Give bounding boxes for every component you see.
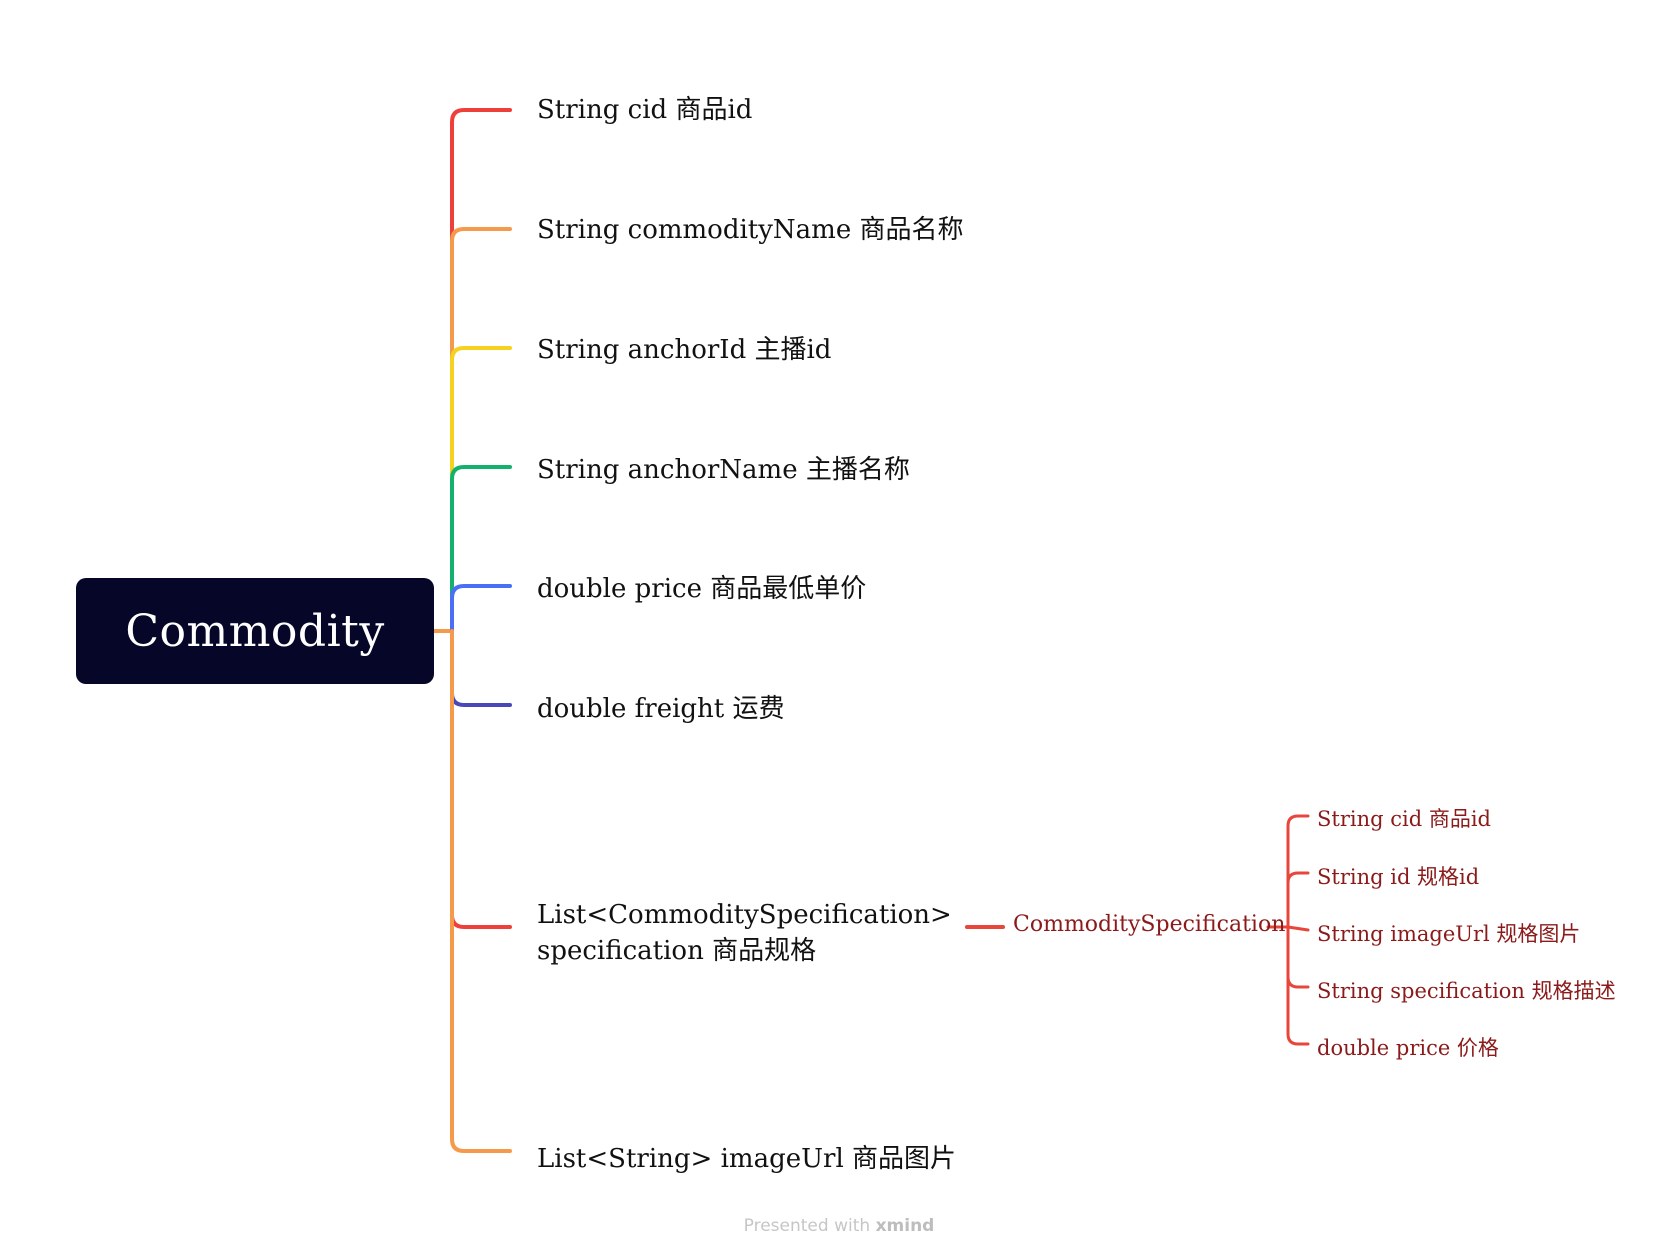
subtopic-label: CommoditySpecification — [1013, 912, 1286, 937]
topic-label: double price 商品最低单价 — [537, 574, 867, 604]
topic-label: String commodityName 商品名称 — [537, 215, 964, 245]
connector-specification — [450, 629, 512, 929]
connector-anchor-name — [450, 465, 512, 633]
connector-leaf-cid — [1286, 814, 1310, 929]
topic-label: String anchorId 主播id — [537, 335, 832, 365]
topic-label-line-2: specification 商品规格 — [537, 936, 817, 966]
topic-anchor-name[interactable]: String anchorName 主播名称 — [537, 452, 910, 488]
connector-freight — [450, 629, 512, 707]
topic-label: String anchorName 主播名称 — [537, 455, 910, 485]
topic-price[interactable]: double price 商品最低单价 — [537, 571, 866, 607]
subtopic-commodity-specification[interactable]: CommoditySpecification — [1013, 910, 1285, 940]
leaf-image-url[interactable]: String imageUrl 规格图片 — [1317, 920, 1580, 948]
topic-label-line-1: List<CommoditySpecification> — [537, 900, 952, 930]
presented-with-footer: Presented with xmind — [0, 1216, 1678, 1236]
connector-price — [450, 584, 512, 633]
leaf-label: String id 规格id — [1317, 865, 1480, 889]
topic-label: List<String> imageUrl 商品图片 — [537, 1144, 957, 1174]
topic-label: double freight 运费 — [537, 694, 785, 724]
leaf-price[interactable]: double price 价格 — [1317, 1034, 1499, 1062]
leaf-label: String cid 商品id — [1317, 807, 1491, 831]
root-topic-label: Commodity — [125, 605, 385, 657]
topic-specification[interactable]: List<CommoditySpecification> specificati… — [537, 897, 957, 969]
topic-anchor-id[interactable]: String anchorId 主播id — [537, 332, 831, 368]
topic-label: String cid 商品id — [537, 95, 753, 125]
connector-leaf-image-url — [1286, 925, 1310, 932]
xmind-brand: xmind — [875, 1216, 935, 1236]
topic-commodity-name[interactable]: String commodityName 商品名称 — [537, 212, 964, 248]
topic-image-url[interactable]: List<String> imageUrl 商品图片 — [537, 1141, 956, 1177]
connector-anchor-id — [450, 346, 512, 633]
leaf-id[interactable]: String id 规格id — [1317, 863, 1479, 891]
connector-commodity-name — [450, 227, 512, 633]
footer-prefix: Presented with — [743, 1216, 871, 1236]
leaf-specification[interactable]: String specification 规格描述 — [1317, 977, 1616, 1005]
connector-cid — [450, 108, 512, 633]
leaf-label: String specification 规格描述 — [1317, 979, 1616, 1003]
topic-cid[interactable]: String cid 商品id — [537, 92, 752, 128]
connector-leaf-id — [1286, 871, 1310, 929]
leaf-label: double price 价格 — [1317, 1036, 1499, 1060]
connector-image-url — [450, 629, 512, 1153]
leaf-cid[interactable]: String cid 商品id — [1317, 805, 1491, 833]
connector-leaf-price — [1286, 925, 1310, 1046]
topic-freight[interactable]: double freight 运费 — [537, 691, 785, 727]
root-topic[interactable]: Commodity — [76, 578, 434, 684]
leaf-label: String imageUrl 规格图片 — [1317, 922, 1581, 946]
connector-leaf-specification — [1286, 925, 1310, 989]
